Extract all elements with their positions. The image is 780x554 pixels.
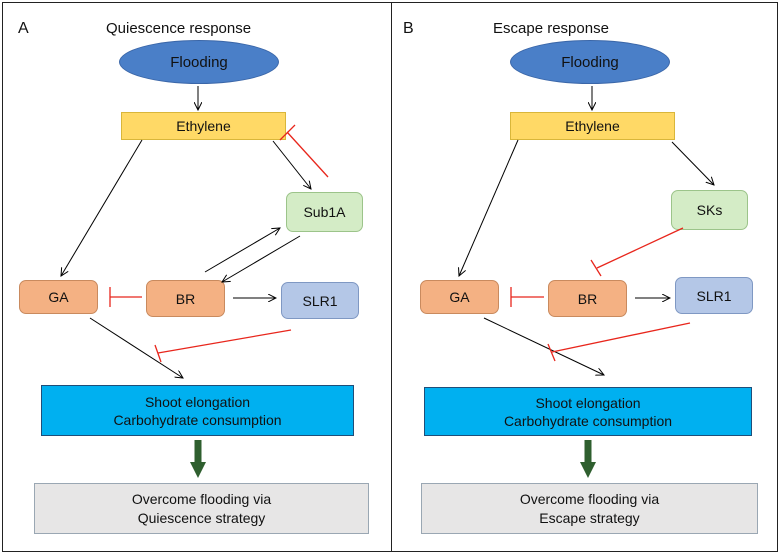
panel-b-outcome-line2: Carbohydrate consumption xyxy=(503,412,673,429)
panel-a-sub1a-node: Sub1A xyxy=(286,192,363,232)
panel-b-big-arrow-head xyxy=(580,462,596,478)
panel-a-ethylene-to-sub1a-arrow xyxy=(272,140,311,189)
panel-a-sub1a-to-br-arrow xyxy=(222,235,301,282)
panel-b-ga-to-elongation-arrow xyxy=(483,317,604,375)
panel-b-shoot-elongation-box: Shoot elongation Carbohydrate consumptio… xyxy=(424,387,752,436)
panel-b-br-node: BR xyxy=(548,280,627,317)
panel-b-result-line2: Escape strategy xyxy=(539,509,640,526)
panel-a-sub1a-inhibits-ethylene-bar xyxy=(279,124,296,141)
panel-a-big-arrow-head xyxy=(190,462,206,478)
panel-b-ethylene-to-sks-arrow xyxy=(671,141,714,185)
panel-a-ga-node: GA xyxy=(19,280,98,314)
panel-a-letter: A xyxy=(18,20,29,37)
panel-a-sub1a-inhibits-ethylene xyxy=(286,131,329,178)
panel-b-sks-node: SKs xyxy=(671,190,748,230)
panel-a-br-to-sub1a-arrow xyxy=(204,228,280,273)
panel-b-frame xyxy=(391,2,778,552)
panel-b-ethylene-node: Ethylene xyxy=(510,112,675,140)
panel-a-result-line2: Quiescence strategy xyxy=(137,509,266,526)
panel-b-slr1-inhibits-ga-path xyxy=(551,322,691,353)
panel-a-outcome-line2: Carbohydrate consumption xyxy=(113,411,282,428)
panel-b-flooding-node: Flooding xyxy=(510,40,670,84)
panel-b-ga-node: GA xyxy=(420,280,499,314)
panel-a-shoot-elongation-box: Shoot elongation Carbohydrate consumptio… xyxy=(41,385,354,436)
panel-a-title: Quiescence response xyxy=(106,20,252,37)
panel-b-title: Escape response xyxy=(493,20,609,37)
panel-b-letter: B xyxy=(403,20,414,37)
panel-a-result-box: Overcome flooding via Quiescence strateg… xyxy=(34,483,369,534)
panel-a-slr1-node: SLR1 xyxy=(281,282,359,319)
panel-b-sks-inhibits-br xyxy=(596,227,684,269)
panel-a-slr1-inhibits-ga-path-bar xyxy=(154,344,162,363)
panel-a-outcome-line1: Shoot elongation xyxy=(144,393,251,410)
panel-b-outcome-line1: Shoot elongation xyxy=(535,394,641,411)
panel-b-result-line1: Overcome flooding via xyxy=(519,490,660,507)
panel-a-slr1-inhibits-ga-path xyxy=(157,329,292,354)
panel-b-result-box: Overcome flooding via Escape strategy xyxy=(421,483,758,534)
panel-b-sks-inhibits-br-bar xyxy=(590,259,602,277)
panel-a-ethylene-to-ga-arrow xyxy=(61,139,143,276)
panel-b-ethylene-to-ga-arrow xyxy=(459,139,519,276)
panel-a-ga-to-elongation-arrow xyxy=(89,317,183,378)
panel-a-result-line1: Overcome flooding via xyxy=(131,490,272,507)
panel-a-ethylene-node: Ethylene xyxy=(121,112,286,140)
panel-a-flooding-node: Flooding xyxy=(119,40,279,84)
panel-b-slr1-inhibits-ga-path-bar xyxy=(547,343,556,362)
panel-b-slr1-node: SLR1 xyxy=(675,277,753,314)
panel-a-br-node: BR xyxy=(146,280,225,317)
